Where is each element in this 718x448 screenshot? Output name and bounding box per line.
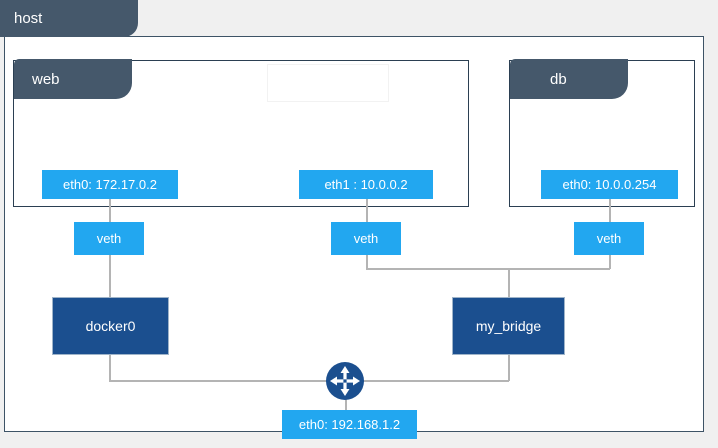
line-router-to-host-eth0: [345, 396, 347, 412]
veth-db-eth0-label: veth: [596, 231, 622, 246]
interface-web-eth0[interactable]: eth0: 172.17.0.2: [42, 170, 178, 199]
interface-web-eth1-label: eth1 : 10.0.0.2: [324, 177, 408, 192]
veth-web-eth1-label: veth: [353, 231, 379, 246]
container-tab-db: db: [510, 59, 628, 99]
empty-placeholder-box: [267, 64, 389, 102]
line-my-bridge-to-bus: [508, 354, 510, 381]
bus-line-my-bridge: [366, 268, 610, 270]
interface-host-eth0[interactable]: eth0: 192.168.1.2: [282, 410, 417, 439]
bridge-my-bridge-label: my_bridge: [475, 318, 542, 334]
bridge-docker0[interactable]: docker0: [52, 297, 169, 355]
router-icon[interactable]: [325, 361, 365, 401]
line-veth-db-to-bus: [609, 254, 611, 269]
container-tab-web: web: [14, 59, 132, 99]
host-tab: host: [0, 0, 138, 37]
bridge-docker0-label: docker0: [85, 318, 136, 334]
bridge-my-bridge[interactable]: my_bridge: [452, 297, 565, 355]
interface-db-eth0-label: eth0: 10.0.0.254: [562, 177, 657, 192]
interface-web-eth1[interactable]: eth1 : 10.0.0.2: [299, 170, 433, 199]
host-tab-label: host: [14, 10, 43, 27]
line-web-eth0-to-veth: [109, 198, 111, 223]
interface-db-eth0[interactable]: eth0: 10.0.0.254: [541, 170, 678, 199]
line-db-eth0-to-veth: [609, 198, 611, 223]
line-web-eth1-to-veth: [366, 198, 368, 223]
veth-web-eth1[interactable]: veth: [331, 222, 401, 255]
veth-web-eth0-label: veth: [96, 231, 122, 246]
line-veth-eth1-to-bus: [366, 254, 368, 269]
interface-host-eth0-label: eth0: 192.168.1.2: [298, 417, 401, 432]
line-bus-to-my-bridge: [508, 268, 510, 298]
line-docker0-to-bus: [109, 354, 111, 381]
container-tab-web-label: web: [32, 70, 60, 88]
veth-web-eth0[interactable]: veth: [74, 222, 144, 255]
line-veth-to-docker0: [109, 254, 111, 298]
veth-db-eth0[interactable]: veth: [574, 222, 644, 255]
interface-web-eth0-label: eth0: 172.17.0.2: [63, 177, 157, 192]
container-tab-db-label: db: [550, 70, 567, 88]
host-bus-line: [109, 380, 509, 382]
